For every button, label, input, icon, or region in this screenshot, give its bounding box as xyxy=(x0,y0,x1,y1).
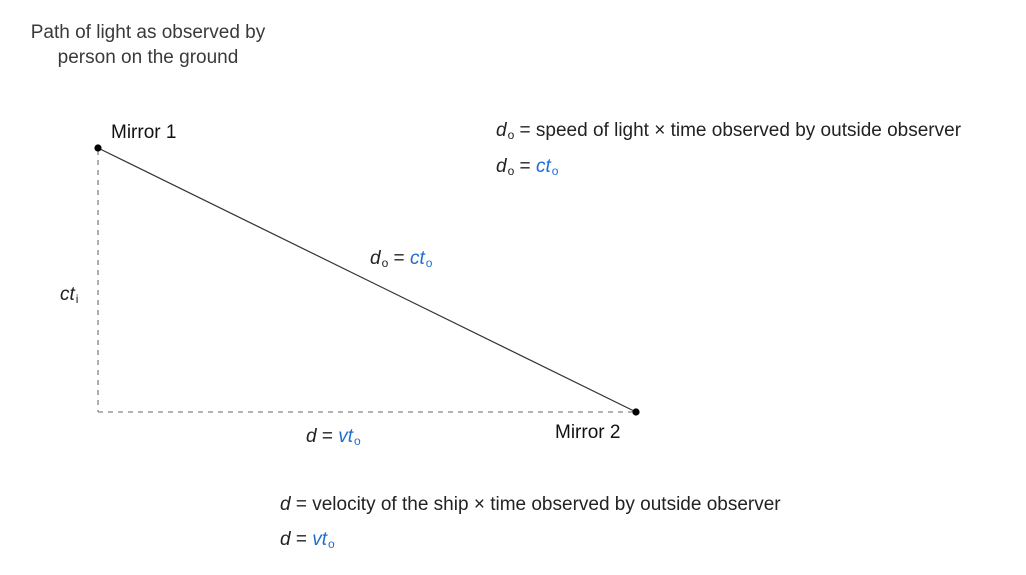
vertical-var: ct xyxy=(60,284,75,305)
horizontal-side-label: d = vto xyxy=(306,426,361,452)
def-top2-rhs-var: ct xyxy=(535,156,551,177)
title-line-1: Path of light as observed by xyxy=(30,22,266,43)
vertical-side-label: cti xyxy=(60,284,78,310)
hyp-rhs-var: ct xyxy=(409,248,425,269)
hyp-lhs-sub: o xyxy=(381,256,389,270)
definition-bottom-line-2: d = vto xyxy=(280,529,335,555)
mirror-2-point xyxy=(632,408,640,416)
diagram-title: Path of light as observed by person on t… xyxy=(0,20,296,70)
hyp-eq: = xyxy=(393,248,405,269)
horiz-lhs-var: d xyxy=(306,426,317,447)
def-top2-lhs-var: d xyxy=(496,156,507,177)
hyp-rhs-sub: o xyxy=(425,256,433,270)
def-top2-eq: = xyxy=(519,156,531,177)
def-bottom-text: = velocity of the ship × time observed b… xyxy=(295,494,781,515)
horiz-rhs-sub: o xyxy=(354,434,361,448)
title-line-2: person on the ground xyxy=(57,47,239,68)
def-top2-lhs-sub: o xyxy=(507,164,515,178)
def-top2-rhs-sub: o xyxy=(551,164,559,178)
horiz-eq: = xyxy=(321,426,333,447)
def-top-text: = speed of light × time observed by outs… xyxy=(519,120,962,141)
mirror-1-label: Mirror 1 xyxy=(111,122,177,143)
def-top-var: d xyxy=(496,120,507,141)
horiz-rhs-var: vt xyxy=(338,426,354,447)
hyp-lhs-var: d xyxy=(370,248,381,269)
definition-top-line-2: do = cto xyxy=(496,156,558,182)
def-bottom2-rhs-var: vt xyxy=(312,529,328,550)
hypotenuse-label: do = cto xyxy=(370,248,432,274)
def-bottom2-eq: = xyxy=(295,529,307,550)
mirror-1-point xyxy=(94,144,102,152)
def-bottom2-lhs-var: d xyxy=(280,529,291,550)
light-path-line xyxy=(97,147,637,413)
def-bottom2-rhs-sub: o xyxy=(328,537,335,551)
def-top-sub: o xyxy=(507,128,515,142)
def-bottom-var: d xyxy=(280,494,291,515)
mirror-2-label: Mirror 2 xyxy=(555,422,621,443)
definition-top-line-1: do = speed of light × time observed by o… xyxy=(496,120,961,146)
definition-bottom-line-1: d = velocity of the ship × time observed… xyxy=(280,494,781,516)
vertical-sub: i xyxy=(75,292,79,306)
